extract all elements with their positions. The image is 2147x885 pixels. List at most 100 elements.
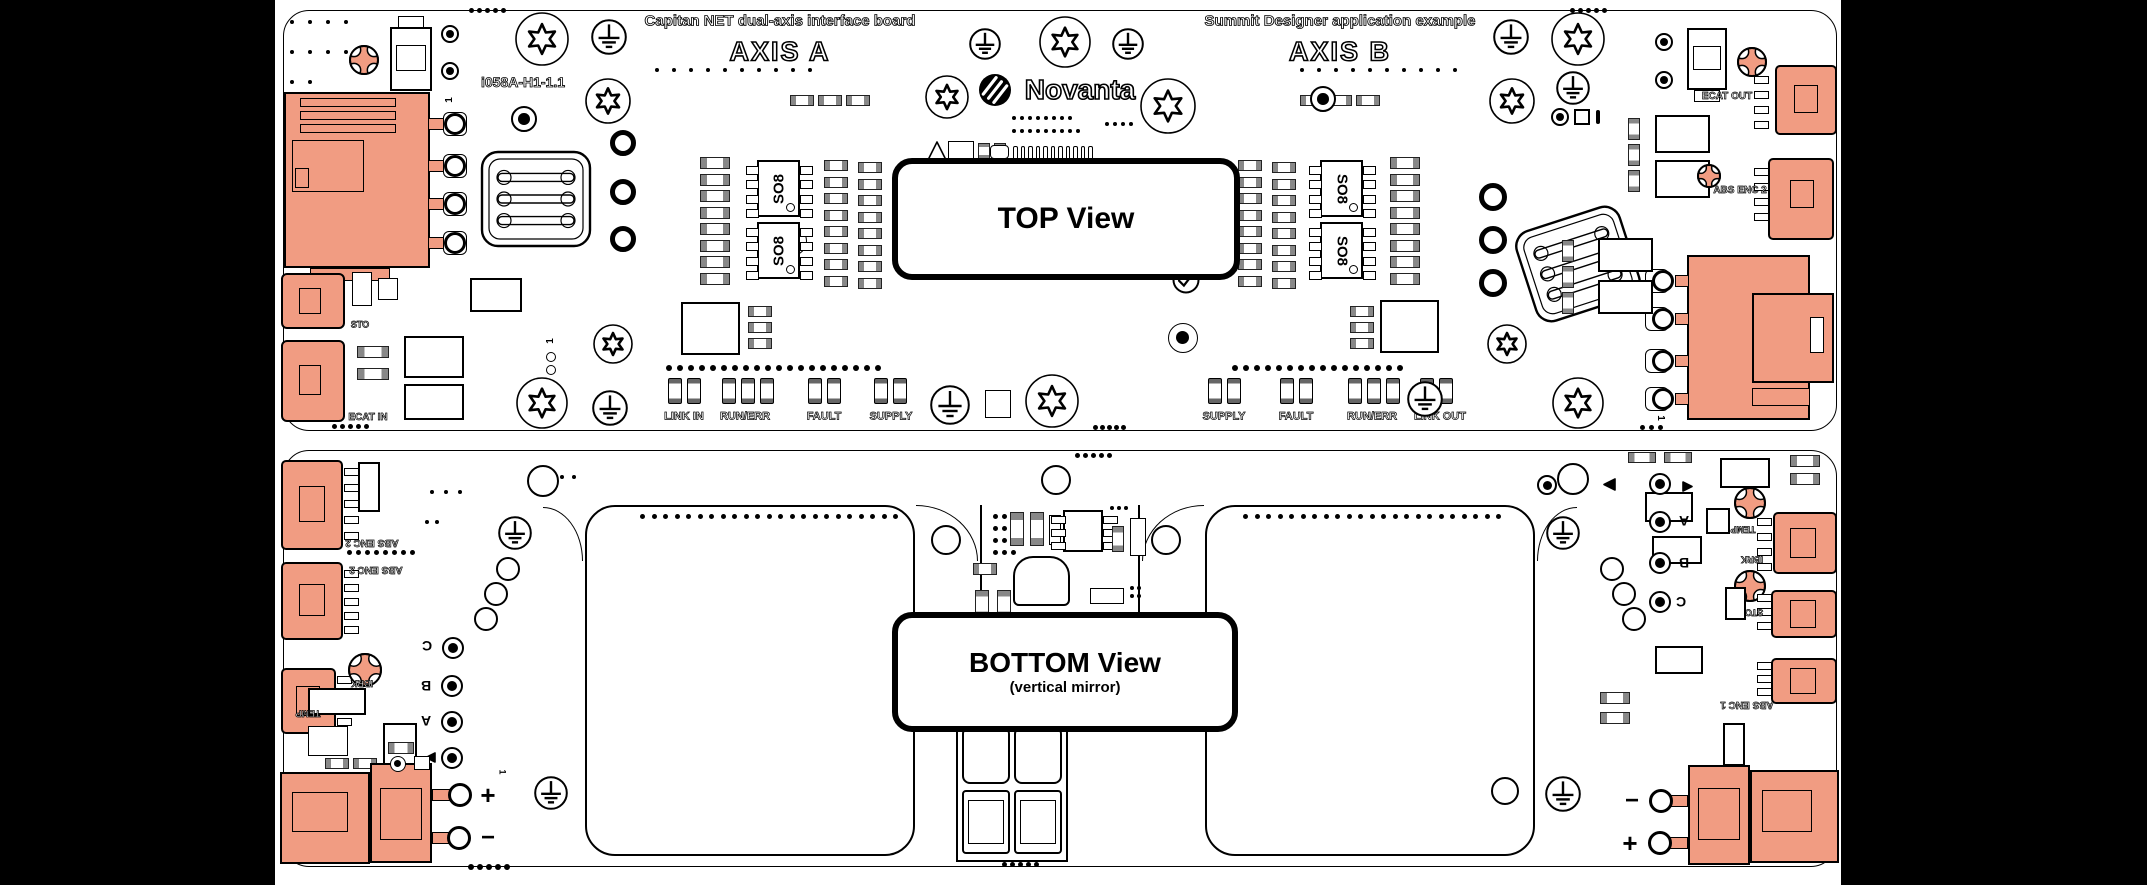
passive-row [790, 95, 870, 106]
edge-dots [1640, 425, 1663, 430]
led-body [741, 378, 755, 404]
relay-cap [398, 16, 424, 28]
dot [356, 550, 361, 555]
dot [743, 514, 749, 519]
passive-component [858, 228, 882, 239]
torx-screw [1140, 78, 1196, 134]
passive-component [973, 563, 997, 575]
so8-pin [800, 242, 813, 252]
module-region-left [585, 505, 915, 856]
passive-column [1238, 160, 1262, 287]
pad-center [1655, 597, 1665, 607]
connector-pin [1754, 76, 1769, 84]
dot [1034, 862, 1039, 867]
pin-stub [428, 237, 444, 249]
dot [1419, 68, 1423, 72]
connector-pin [337, 718, 352, 726]
so8-pin [800, 180, 813, 190]
passive-component [1272, 261, 1296, 272]
so8-pin [1363, 242, 1376, 252]
via-dots [560, 475, 576, 479]
connector-pin [1757, 563, 1772, 571]
connector-pin [1754, 213, 1769, 221]
pad-center [448, 643, 458, 653]
connector-pin [344, 516, 359, 524]
pin1-dot [786, 265, 795, 274]
connector-tab [990, 145, 1009, 159]
via-ring [1479, 269, 1507, 297]
dot [365, 550, 370, 555]
dot [870, 514, 875, 519]
phase-pad [1649, 473, 1671, 495]
pad-center [1542, 480, 1552, 490]
edge-dots [468, 864, 510, 870]
dot [1068, 116, 1072, 120]
so8-pin [1309, 256, 1322, 266]
dot [672, 68, 676, 72]
connector-pin [1051, 542, 1066, 550]
edge-dots [1093, 425, 1126, 430]
dot [651, 514, 657, 519]
connector-pin [1757, 518, 1772, 526]
connector-pins [1754, 168, 1770, 228]
dot [1026, 862, 1031, 867]
strip-edge [1138, 505, 1140, 613]
bottom-view-label-box: BOTTOM View(vertical mirror) [892, 612, 1238, 732]
earth-symbol [1546, 516, 1580, 550]
pin-stub [428, 160, 444, 172]
dot [875, 365, 881, 371]
led-fault-a [808, 378, 846, 404]
dot [1450, 514, 1455, 519]
dot [766, 514, 772, 519]
connector-pin [344, 500, 359, 508]
passive-component [700, 256, 730, 268]
passive-column [1390, 157, 1420, 285]
dot [1100, 425, 1105, 430]
dot [1289, 514, 1294, 519]
so8-chip: SO8 [1309, 160, 1376, 218]
via-dots [1300, 68, 1457, 72]
led-body [874, 378, 888, 404]
passive-component [1238, 259, 1262, 270]
board-title-left: Capitan NET dual-axis interface board [644, 12, 916, 30]
dot [858, 514, 864, 519]
pin-ring [1652, 350, 1674, 372]
dot [808, 68, 812, 72]
transformer [1380, 300, 1439, 353]
thermal-pad [480, 150, 592, 248]
dot [754, 365, 760, 371]
dot [1107, 425, 1112, 430]
dot [504, 864, 510, 870]
dot [1402, 68, 1406, 72]
so8-pin [746, 166, 759, 175]
passive-component [357, 346, 389, 358]
passive-component [1238, 209, 1262, 221]
connector-pin [1051, 516, 1066, 524]
dot [1124, 506, 1128, 510]
pin1-dot [1349, 203, 1358, 212]
torx-screw [1551, 12, 1605, 66]
pin1-dot [786, 203, 795, 212]
so8-chip: SO8 [746, 222, 813, 280]
edge-dots [1002, 862, 1039, 867]
dot [1060, 116, 1064, 120]
pin-stub [1675, 313, 1689, 325]
bridge-module-inner [1020, 800, 1056, 844]
dot [774, 68, 778, 72]
connector-detail [299, 584, 325, 616]
axis-a-label: AXIS A [729, 36, 831, 67]
edge-dots [1570, 8, 1607, 13]
dot [1028, 129, 1032, 133]
dot [1277, 514, 1283, 519]
earth-symbol [1407, 381, 1443, 417]
connector-pins [344, 468, 360, 548]
passive-component [1272, 178, 1296, 190]
novanta-logo-icon [979, 74, 1011, 106]
dot [1404, 514, 1409, 519]
passive-component [1390, 206, 1420, 219]
dot [1130, 586, 1134, 590]
label-abs-enc-2-mirror: ABS ENC 2 [349, 564, 403, 576]
dot [776, 365, 782, 371]
pin-stub [1675, 275, 1689, 287]
